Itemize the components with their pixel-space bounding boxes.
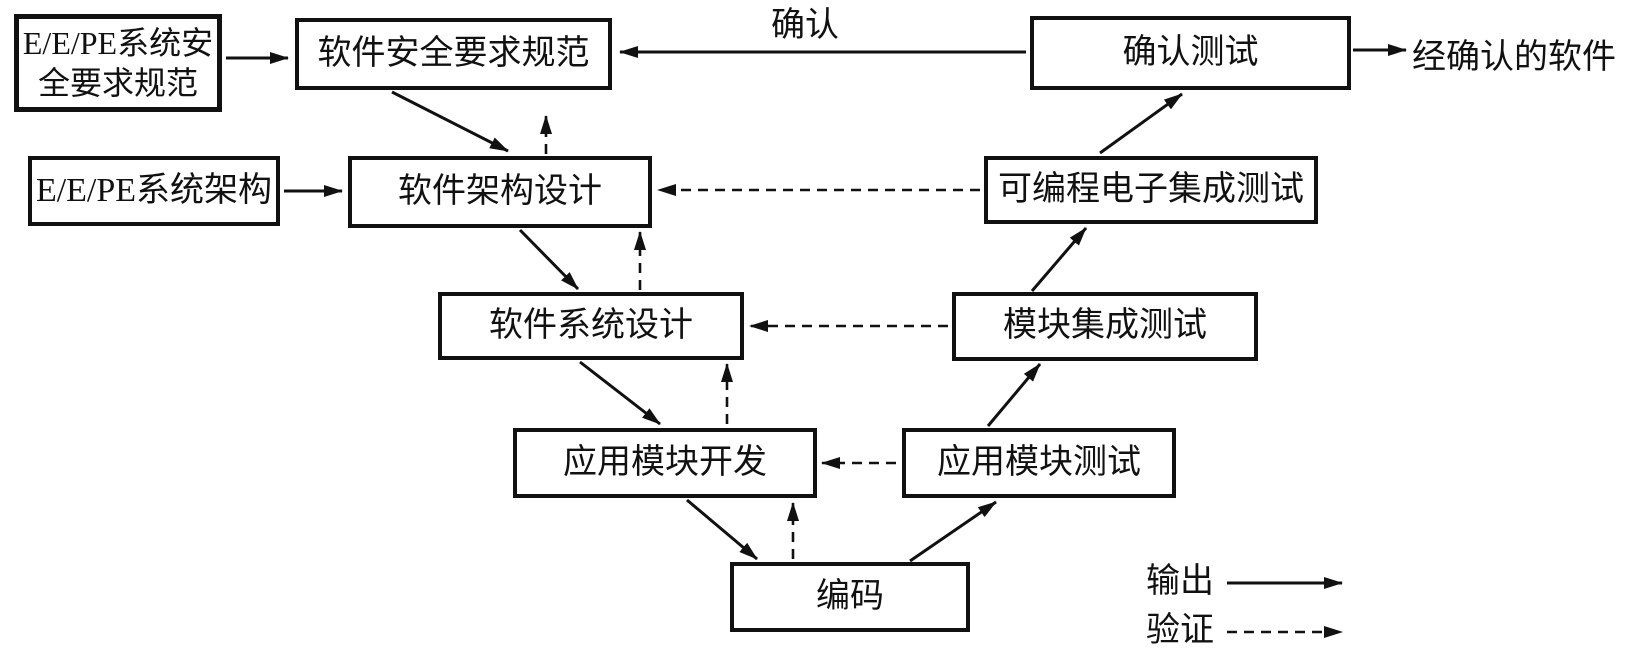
arrow-moduledev-to-coding (686, 498, 758, 561)
arrow-swsafetyreq-to-archdesign (391, 90, 509, 153)
node-software-system-design: 软件系统设计 (438, 292, 744, 360)
arrow-systemdesign-to-moduledev (579, 360, 661, 426)
node-application-module-development: 应用模块开发 (513, 428, 817, 498)
arrow-coding-to-moduletest (909, 500, 997, 563)
label-validated-software: 经确认的软件 (1412, 39, 1616, 76)
arrow-peintegration-to-validation-test (1099, 92, 1183, 155)
node-eepe-system-architecture: E/E/PE系统架构 (28, 156, 280, 226)
legend-output-label: 输出 (1146, 563, 1214, 600)
node-software-architecture-design: 软件架构设计 (348, 156, 652, 228)
node-software-safety-requirements-spec: 软件安全要求规范 (295, 18, 612, 90)
arrow-moduleintegration-to-peintegration (1030, 227, 1088, 292)
edge-label-validation: 确认 (771, 7, 839, 44)
node-coding: 编码 (730, 562, 970, 632)
node-validation-test: 确认测试 (1030, 16, 1351, 90)
node-module-integration-test: 模块集成测试 (952, 292, 1258, 361)
arrow-moduletest-to-moduleintegration (986, 363, 1042, 427)
arrow-archdesign-to-systemdesign (518, 228, 580, 291)
node-eepe-system-safety-requirements: E/E/PE系统安 全要求规范 (14, 14, 222, 112)
node-application-module-test: 应用模块测试 (902, 428, 1176, 498)
node-programmable-electronics-integration-test: 可编程电子集成测试 (984, 156, 1318, 224)
legend-verification-label: 验证 (1146, 612, 1214, 649)
